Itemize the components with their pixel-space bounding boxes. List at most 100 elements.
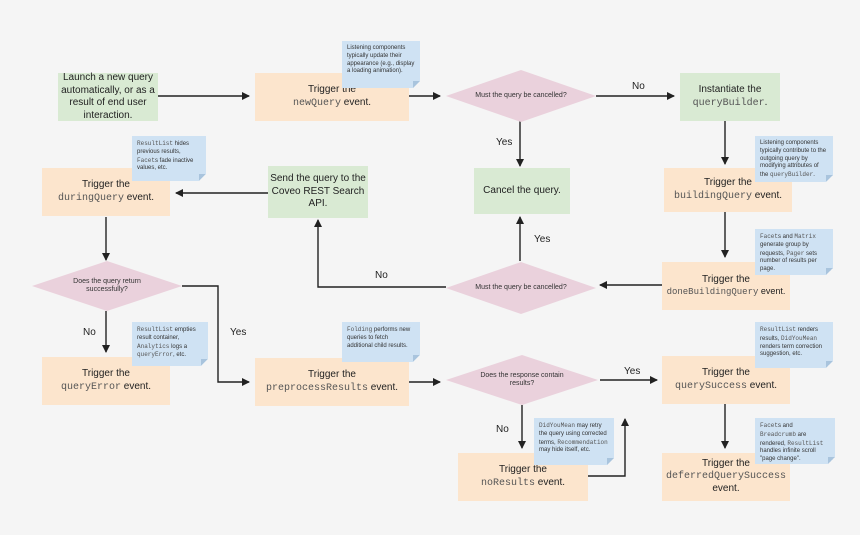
note-queryerror: ResultList empties result container, Ana… — [132, 322, 208, 366]
noresults-post: event. — [534, 476, 566, 488]
cancel-text: Cancel the query. — [483, 184, 561, 196]
note-deferred-c3: ResultList — [787, 439, 824, 447]
note-buildingquery-c1: queryBuilder — [770, 171, 814, 179]
newquery-code: newQuery — [292, 97, 341, 109]
buildingquery-post: event. — [751, 189, 783, 201]
note-querysuccess-c2: DidYouMean — [781, 334, 818, 342]
diamond-shape — [446, 70, 596, 122]
newquery-post: event. — [340, 96, 372, 108]
cancel-box: Cancel the query. — [474, 168, 570, 214]
donebuilding-line: doneBuildingQuery event. — [667, 286, 786, 298]
note-deferred-t2: are rendered, — [760, 431, 807, 447]
querysuccess-pre: Trigger the — [702, 367, 750, 378]
decision-has-results: Does the response contain results? — [446, 355, 598, 405]
note-duringquery-t1: hides previous results, — [137, 141, 190, 155]
noresults-pre: Trigger the — [499, 464, 547, 475]
edge-cancel2-no — [314, 219, 446, 288]
note-noresults-t2: may hide itself, etc. — [539, 447, 591, 454]
label-yes-top: Yes — [496, 137, 513, 148]
preprocess-post: event. — [368, 381, 399, 393]
donebuilding-post: event. — [758, 286, 786, 297]
note-querysuccess-c1: ResultList — [760, 326, 797, 333]
instantiate-pre: Instantiate the — [698, 84, 762, 95]
noresults-line: noResults event. — [481, 477, 565, 491]
newquery-line: newQuery event. — [293, 97, 371, 111]
note-queryerror-t2: logs a — [169, 343, 188, 350]
buildingquery-code: buildingQuery — [673, 190, 752, 202]
deferred-post: event. — [712, 483, 740, 495]
note-duringquery-t2: s fade inactive values, etc. — [137, 157, 194, 172]
instantiate-line: queryBuilder. — [693, 97, 768, 111]
note-queryerror-t1: empties result container, — [137, 327, 196, 341]
decision-cancel-2: Must the query be cancelled? — [446, 262, 596, 314]
queryerror-code: queryError — [60, 381, 121, 393]
noresults-box: Trigger the noResults event. — [458, 453, 588, 501]
send-text: Send the query to the Coveo REST Search … — [270, 173, 366, 210]
decision-has-results-text: Does the response contain results? — [480, 371, 564, 387]
preprocess-code: preprocessResults — [265, 382, 368, 394]
note-querysuccess: ResultList renders results, DidYouMean r… — [755, 322, 833, 368]
note-duringquery: ResultList hides previous results, Facet… — [132, 136, 206, 181]
newquery-pre: Trigger the — [308, 84, 356, 95]
duringquery-line: duringQuery event. — [58, 192, 154, 206]
note-deferred-c1: Facet — [760, 422, 779, 429]
label-no-top: No — [632, 81, 645, 92]
note-deferred-t1: s and — [778, 423, 793, 429]
querysuccess-post: event. — [746, 379, 778, 391]
note-donebuilding-t3: sets number of results per page. — [760, 250, 818, 273]
note-duringquery-c1: ResultList — [137, 140, 174, 147]
buildingquery-pre: Trigger the — [704, 177, 752, 188]
label-no-left: No — [83, 327, 96, 338]
note-buildingquery: Listening components typically contribut… — [755, 136, 833, 182]
decision-cancel-2-text: Must the query be cancelled? — [475, 283, 567, 291]
note-deferred-t3: handles infinite scroll "page change". — [760, 448, 816, 463]
queryerror-post: event. — [120, 380, 152, 392]
note-noresults-c2: Recommendation — [557, 438, 608, 446]
note-buildingquery-t2: . — [813, 172, 815, 179]
deferred-pre: Trigger the — [702, 458, 750, 470]
querysuccess-code: querySuccess — [674, 380, 747, 392]
preprocess-box: Trigger the preprocessResults event. — [255, 358, 409, 406]
note-querysuccess-t2: renders term correction suggestion, etc. — [760, 343, 823, 358]
edge-noresults-to-success — [588, 418, 629, 477]
note-deferred: Facets and Breadcrumb are rendered, Resu… — [755, 418, 835, 464]
noresults-code: noResults — [480, 477, 535, 489]
decision-return-ok: Does the query return successfully? — [32, 261, 182, 311]
note-queryerror-c1: ResultList — [137, 326, 174, 333]
note-noresults: DidYouMean may retry the query using cor… — [534, 418, 614, 465]
diamond-shape — [32, 261, 182, 311]
note-buildingquery-t1: Listening components typically contribut… — [760, 140, 827, 179]
donebuilding-code: doneBuildingQuery — [666, 287, 759, 298]
preprocess-pre: Trigger the — [308, 369, 356, 380]
queryerror-line: queryError event. — [61, 381, 151, 395]
note-deferred-c2: Breadcrumb — [760, 430, 797, 438]
note-newquery-t1: Listening components typically update th… — [347, 45, 415, 75]
querysuccess-line: querySuccess event. — [675, 380, 777, 394]
diamond-shape — [446, 355, 598, 405]
note-queryerror-t3: , etc. — [173, 352, 187, 359]
note-noresults-c1: DidYouMean — [539, 422, 576, 429]
queryerror-pre: Trigger the — [82, 368, 130, 379]
send-box: Send the query to the Coveo REST Search … — [268, 166, 368, 218]
decision-cancel-1-text: Must the query be cancelled? — [475, 91, 567, 99]
instantiate-post: . — [764, 96, 768, 108]
edge-return-yes — [182, 285, 250, 386]
note-donebuilding-c1: Facet — [760, 233, 779, 240]
note-querysuccess-t1: renders results, — [760, 327, 819, 342]
donebuilding-pre: Trigger the — [702, 273, 750, 285]
instantiate-box: Instantiate the queryBuilder. — [680, 73, 780, 121]
instantiate-code: queryBuilder — [692, 97, 765, 109]
label-yes-left: Yes — [230, 327, 247, 338]
note-queryerror-c2: Analytics — [137, 342, 170, 350]
decision-return-ok-text: Does the query return successfully? — [73, 277, 141, 293]
note-noresults-t1: may retry the query using corrected term… — [539, 423, 607, 446]
duringquery-code: duringQuery — [57, 192, 124, 204]
label-yes-results: Yes — [624, 366, 641, 377]
note-donebuilding-c2: Matrix — [794, 233, 816, 240]
diamond-shape — [446, 262, 596, 314]
note-newquery: Listening components typically update th… — [342, 41, 420, 88]
note-donebuilding-t2: generate group by requests, — [760, 241, 809, 257]
decision-cancel-1: Must the query be cancelled? — [446, 70, 596, 122]
label-yes-mid: Yes — [534, 234, 551, 245]
